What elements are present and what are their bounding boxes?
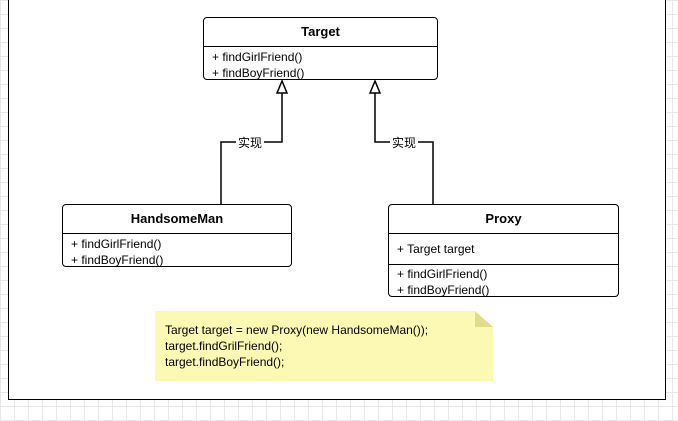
target-methods: + findGirlFriend() + findBoyFriend() — [204, 46, 437, 81]
relation-label-handsome-man: 实现 — [236, 136, 265, 150]
target-method: + findBoyFriend() — [212, 66, 305, 80]
target-class-name: Target — [301, 24, 340, 39]
note-line: Target target = new Proxy(new HandsomeMa… — [165, 323, 429, 337]
proxy-attribute: + Target target — [389, 233, 618, 264]
handsome-man-class-name: HandsomeMan — [130, 211, 224, 226]
handsome-man-methods: + findGirlFriend() + findBoyFriend() — [63, 233, 291, 268]
proxy-methods: + findGirlFriend() + findBoyFriend() — [389, 264, 618, 298]
target-class-box[interactable]: Target + findGirlFriend() + findBoyFrien… — [203, 17, 438, 80]
handsome-man-method: + findGirlFriend() — [71, 237, 162, 251]
handsome-man-class-box[interactable]: HandsomeMan + findGirlFriend() + findBoy… — [62, 204, 292, 267]
target-method: + findGirlFriend() — [212, 50, 303, 64]
realization-arrowhead-proxy — [368, 79, 382, 94]
relation-label-proxy: 实现 — [390, 136, 419, 150]
handsome-man-method: + findBoyFriend() — [71, 253, 164, 267]
note-line: target.findGrilFriend(); — [165, 339, 283, 353]
proxy-class-name: Proxy — [485, 211, 522, 226]
note-line: target.findBoyFriend(); — [165, 355, 285, 369]
realization-arrowhead-handsome-man — [275, 79, 289, 94]
proxy-class-box[interactable]: Proxy + Target target + findGirlFriend()… — [388, 204, 619, 297]
proxy-method: + findBoyFriend() — [397, 283, 490, 297]
code-note[interactable]: Target target = new Proxy(new HandsomeMa… — [155, 311, 493, 381]
proxy-method: + findGirlFriend() — [397, 267, 488, 281]
